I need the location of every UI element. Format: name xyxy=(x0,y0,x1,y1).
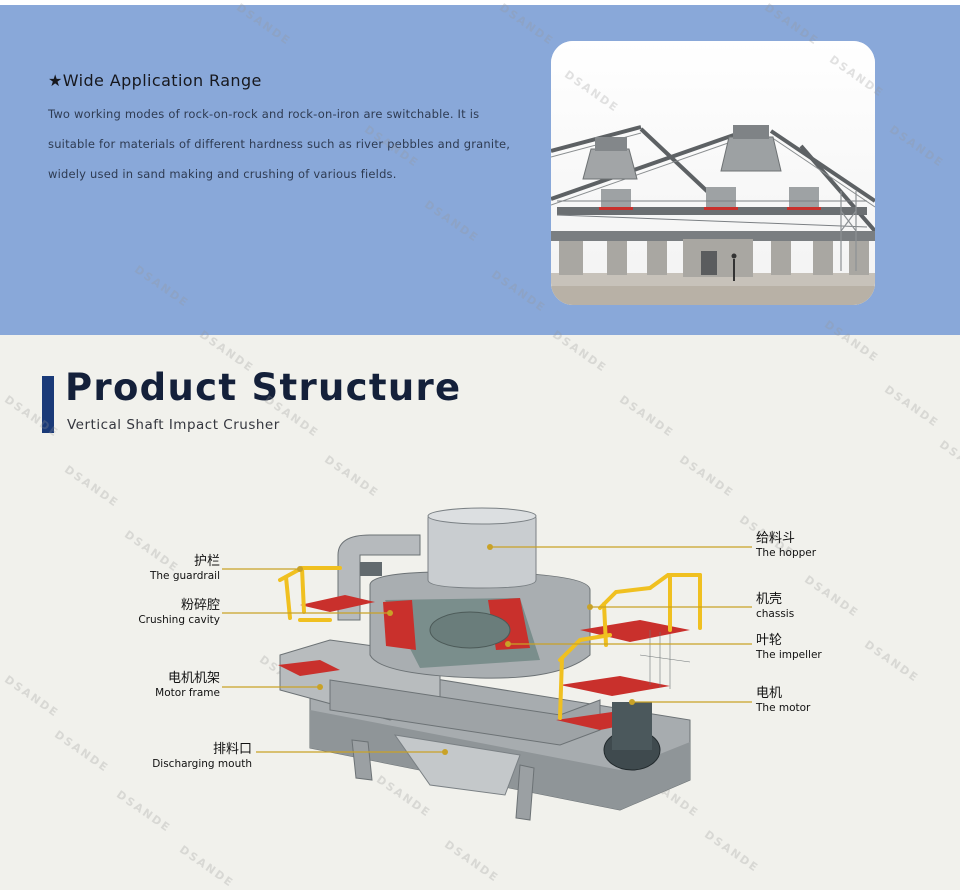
label-hopper-en: The hopper xyxy=(756,546,817,559)
label-chassis: 机壳 chassis xyxy=(756,592,876,620)
label-motor: 电机 The motor xyxy=(756,686,876,714)
label-motor-en: The motor xyxy=(756,701,811,714)
plant-photo xyxy=(551,41,875,305)
label-motor-cn: 电机 xyxy=(756,686,783,701)
section-subtitle: Vertical Shaft Impact Crusher xyxy=(67,417,280,433)
top-strip xyxy=(0,0,960,5)
label-discharging-mouth: 排料口 Discharging mouth xyxy=(130,742,252,770)
label-chassis-cn: 机壳 xyxy=(756,592,783,607)
label-motor-frame: 电机机架 Motor frame xyxy=(110,671,220,699)
section-title: Product Structure xyxy=(65,366,462,409)
label-hopper-cn: 给料斗 xyxy=(756,531,796,546)
application-title: ★Wide Application Range xyxy=(48,71,262,90)
crusher-diagram xyxy=(222,507,752,821)
label-guardrail-cn: 护栏 xyxy=(193,554,220,569)
label-crushing-cavity-cn: 粉碎腔 xyxy=(180,598,220,613)
label-crushing-cavity: 粉碎腔 Crushing cavity xyxy=(110,598,220,626)
label-motor-frame-en: Motor frame xyxy=(155,686,220,699)
label-motor-frame-cn: 电机机架 xyxy=(167,671,220,686)
label-chassis-en: chassis xyxy=(756,607,795,620)
label-guardrail-en: The guardrail xyxy=(149,569,220,582)
sand-plant-illustration xyxy=(551,41,875,305)
label-hopper: 给料斗 The hopper xyxy=(756,531,876,559)
label-impeller: 叶轮 The impeller xyxy=(756,633,876,661)
label-crushing-cavity-en: Crushing cavity xyxy=(138,613,220,626)
label-guardrail: 护栏 The guardrail xyxy=(110,554,220,582)
title-accent-bar xyxy=(42,376,54,433)
label-impeller-en: The impeller xyxy=(756,648,822,661)
application-description: Two working modes of rock-on-rock and ro… xyxy=(48,107,511,181)
label-discharging-mouth-en: Discharging mouth xyxy=(152,757,252,770)
application-banner: ★Wide Application Range Two working mode… xyxy=(0,5,960,335)
label-impeller-cn: 叶轮 xyxy=(756,633,783,648)
label-discharging-mouth-cn: 排料口 xyxy=(212,742,252,757)
